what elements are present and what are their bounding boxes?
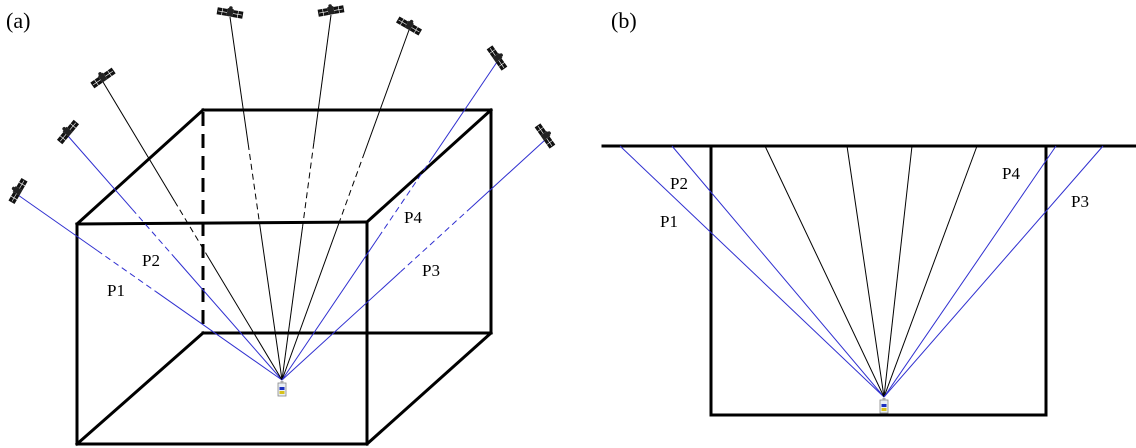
signal-ray-obstructed-r4 [247,143,261,228]
signal-ray-p1 [154,290,283,381]
satellite-icon [486,42,511,72]
signal-ray-r4 [259,227,283,381]
ray-label-p4: P4 [1002,164,1020,183]
cube-edge [75,220,369,226]
panel-b-label: (b) [611,8,637,33]
ray-label-p3: P3 [422,261,440,280]
signal-ray-r3 [206,254,283,381]
satellite-icon [534,120,559,150]
signal-ray-obstructed-r6 [338,152,366,223]
signal-ray-obstructed-p3 [400,206,472,273]
pit-section [601,144,1136,417]
panel-a-label: (a) [6,8,30,33]
signal-ray-p2 [67,135,133,210]
signal-ray-p3 [471,139,546,208]
signal-ray-obstructed-p4 [378,157,433,238]
satellite-icon [216,3,245,20]
satellite-icon [53,117,80,145]
signal-ray-r6 [883,145,978,398]
signal-ray-p2 [174,257,283,381]
signal-ray-p1 [17,194,98,251]
cube-edge [364,330,494,447]
signal-ray-r4 [846,145,885,398]
cube-edge [364,107,494,225]
satellite-icon [316,1,345,18]
signal-ray-r5 [313,14,332,143]
ray-label-p2: P2 [142,251,160,270]
signal-ray-p3 [281,271,401,381]
signal-ray-r4 [229,16,249,145]
signal-ray-r3 [764,145,885,398]
ray-label-p3: P3 [1071,192,1089,211]
ray-labels-panel-b: P1 P2 P4 P3 [660,164,1089,231]
gnss-receiver-icon [879,397,889,414]
ray-labels-panel-a: P1 P2 P4 P3 [107,208,440,300]
signal-ray-p4 [432,61,498,158]
signal-ray-obstructed-p2 [131,208,176,259]
cube-edge [74,330,206,447]
cube-edge [74,107,206,227]
signal-ray-p3 [883,145,1104,398]
signal-ray-r5 [883,145,913,398]
rays-panel-b [619,145,1104,398]
satellite-icon [395,13,425,37]
ray-label-p4: P4 [404,208,422,227]
signal-ray-obstructed-r5 [302,142,315,227]
signal-ray-r6 [281,222,340,381]
signal-ray-p1 [619,145,885,398]
cube-building [74,107,494,447]
satellite-icon [87,64,117,89]
signal-ray-obstructed-p1 [96,250,156,292]
signal-ray-r3 [102,81,176,202]
signal-ray-r5 [281,226,304,381]
signal-ray-obstructed-r3 [174,200,208,256]
gnss-receiver-icon [277,380,287,397]
signal-ray-r6 [364,29,410,153]
ray-label-p2: P2 [670,174,688,193]
signal-ray-p4 [281,236,380,381]
signal-ray-p4 [883,145,1057,398]
ray-label-p1: P1 [107,281,125,300]
ray-label-p1: P1 [660,212,678,231]
rays-panel-a [5,1,559,381]
signal-ray-p2 [671,145,885,398]
